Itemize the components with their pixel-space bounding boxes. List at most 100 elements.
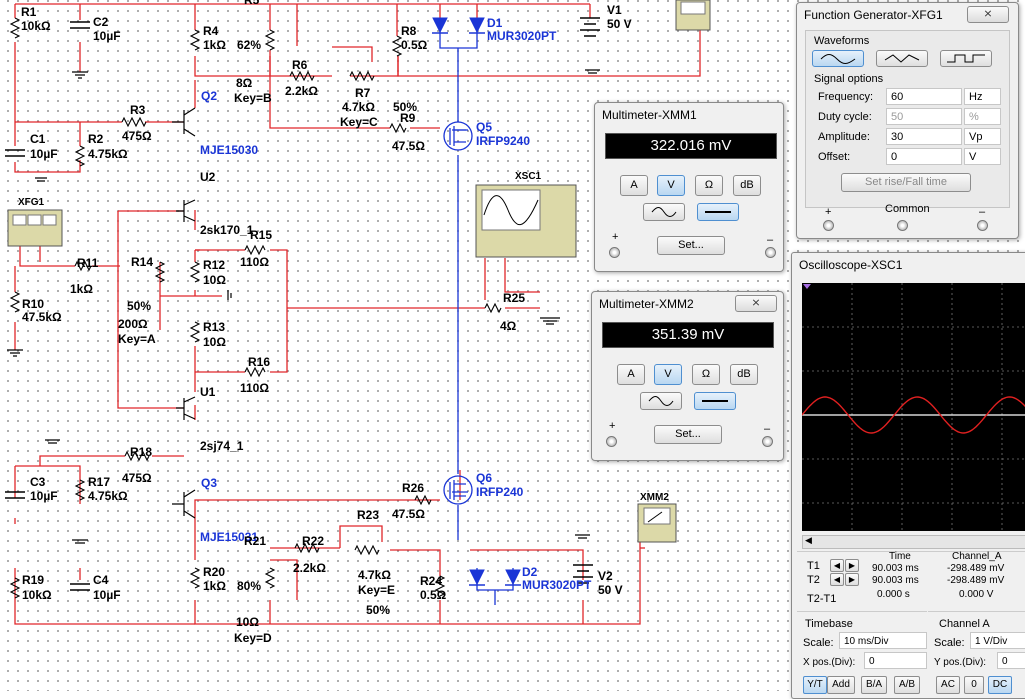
scroll-left-icon[interactable]: ◀	[805, 535, 812, 545]
label-xfg1: XFG1	[18, 197, 45, 208]
label-c2-value: 10µF	[93, 29, 121, 43]
window-title: Function Generator-XFG1	[804, 8, 943, 22]
xpos-label: X pos.(Div):	[803, 657, 856, 668]
frequency-unit[interactable]: Hz	[964, 88, 1001, 105]
ac-mode-button[interactable]	[640, 392, 682, 410]
add-button[interactable]: Add	[827, 676, 855, 694]
label-r13-value: 10Ω	[203, 335, 226, 349]
trigger-marker-icon[interactable]	[803, 284, 811, 289]
scope-screen[interactable]	[802, 283, 1025, 531]
label-r16: R16	[248, 355, 271, 369]
function-generator-window[interactable]: Function Generator-XFG1 ⨯ Waveforms Sign…	[796, 2, 1019, 239]
xpos-input[interactable]: 0	[864, 652, 927, 669]
plus-terminal-icon[interactable]	[606, 436, 617, 447]
set-button[interactable]: Set...	[654, 425, 722, 444]
plus-terminal-icon[interactable]	[823, 220, 834, 231]
ammeter-button[interactable]: A	[617, 364, 645, 385]
dc-mode-button[interactable]	[694, 392, 736, 410]
multimeter-xmm2-window[interactable]: Multimeter-XMM2 ⨯ 351.39 mV A V Ω dB Set…	[591, 291, 784, 461]
ypos-input[interactable]: 0	[997, 652, 1025, 669]
scope-scrollbar[interactable]: ◀	[802, 535, 1025, 549]
duty-cycle-label: Duty cycle:	[818, 111, 872, 123]
channel-a-trace	[802, 396, 1025, 434]
duty-cycle-unit[interactable]: %	[964, 108, 1001, 125]
label-r8-value: 0.5Ω	[401, 38, 428, 52]
xmm2-symbol	[637, 503, 677, 543]
window-title: Multimeter-XMM1	[602, 108, 697, 122]
cursor-readout: T1 T2 T2-T1 ◀ ▶ ◀ ▶ Time Channel_A 90.00…	[797, 551, 1025, 608]
label-key-a: Key=A	[118, 332, 156, 346]
label-u2-type: 2sk170_1	[200, 223, 254, 237]
a-over-b-button[interactable]: A/B	[894, 676, 920, 694]
minus-terminal-icon[interactable]	[977, 220, 988, 231]
label-mje15031: MJE15031	[200, 530, 259, 544]
channel-scale-input[interactable]: 1 V/Div	[970, 632, 1025, 649]
label-c1-value: 10µF	[30, 147, 58, 161]
label-r24-value: 0.5Ω	[420, 588, 447, 602]
amplitude-input[interactable]: 30	[886, 128, 962, 145]
t1-right-arrow-icon[interactable]: ▶	[845, 559, 859, 572]
label-xmm2: XMM2	[640, 492, 669, 503]
label-c2: C2	[93, 15, 109, 29]
decibel-button[interactable]: dB	[730, 364, 758, 385]
label-u1: U1	[200, 385, 216, 399]
ammeter-button[interactable]: A	[620, 175, 648, 196]
label-v1: V1	[607, 3, 622, 17]
ground-coupling-button[interactable]: 0	[964, 676, 984, 694]
label-r22: R22	[302, 534, 325, 548]
label-key-d: Key=D	[234, 631, 272, 645]
xmm1-symbol	[675, 0, 711, 31]
set-button[interactable]: Set...	[657, 236, 725, 255]
close-button[interactable]: ⨯	[735, 295, 777, 312]
voltmeter-button[interactable]: V	[657, 175, 685, 196]
amplitude-unit[interactable]: Vp	[964, 128, 1001, 145]
offset-unit[interactable]: V	[964, 148, 1001, 165]
channel-a-panel: Channel A Scale: 1 V/Div Y pos.(Div): 0 …	[928, 611, 1025, 696]
timebase-panel: Timebase Scale: 10 ms/Div X pos.(Div): 0…	[797, 611, 927, 696]
frequency-input[interactable]: 60	[886, 88, 962, 105]
reading-display: 351.39 mV	[602, 322, 774, 348]
sine-icon	[648, 396, 674, 406]
delta-channel-a: 0.000 V	[959, 589, 994, 600]
plus-terminal-icon[interactable]	[609, 247, 620, 258]
duty-cycle-input[interactable]: 50	[886, 108, 962, 125]
t1-left-arrow-icon[interactable]: ◀	[830, 559, 844, 572]
ac-mode-button[interactable]	[643, 203, 685, 221]
label-r7: R7	[355, 86, 371, 100]
ohmmeter-button[interactable]: Ω	[695, 175, 723, 196]
t2-right-arrow-icon[interactable]: ▶	[845, 573, 859, 586]
oscilloscope-window[interactable]: Oscilloscope-XSC1 ◀ T1 T2 T2-T1 ◀ ▶ ◀ ▶ …	[791, 252, 1025, 699]
yt-button[interactable]: Y/T	[803, 676, 827, 694]
sine-wave-button[interactable]	[812, 50, 864, 67]
b-over-a-button[interactable]: B/A	[861, 676, 887, 694]
timebase-scale-input[interactable]: 10 ms/Div	[839, 632, 927, 649]
triangle-wave-button[interactable]	[876, 50, 928, 67]
label-q6: Q6	[476, 471, 493, 485]
dc-coupling-button[interactable]: DC	[988, 676, 1012, 694]
minus-terminal-icon[interactable]	[765, 247, 776, 258]
decibel-button[interactable]: dB	[733, 175, 761, 196]
close-button[interactable]: ⨯	[967, 6, 1009, 23]
ac-coupling-button[interactable]: AC	[936, 676, 960, 694]
label-key-c: Key=C	[340, 115, 378, 129]
t2-left-arrow-icon[interactable]: ◀	[830, 573, 844, 586]
t2-t1-label: T2-T1	[807, 593, 837, 605]
label-q6-value: IRFP240	[476, 485, 524, 499]
square-wave-button[interactable]	[940, 50, 992, 67]
voltmeter-button[interactable]: V	[654, 364, 682, 385]
offset-input[interactable]: 0	[886, 148, 962, 165]
sine-icon	[820, 54, 856, 64]
label-c1: C1	[30, 132, 46, 146]
set-rise-fall-button[interactable]: Set rise/Fall time	[841, 173, 971, 192]
common-terminal-label: Common	[885, 203, 930, 215]
label-q5-value: IRFP9240	[476, 134, 531, 148]
delta-time: 0.000 s	[877, 589, 910, 600]
multimeter-xmm1-window[interactable]: Multimeter-XMM1 322.016 mV A V Ω dB Set.…	[594, 102, 784, 272]
minus-terminal-icon[interactable]	[762, 436, 773, 447]
dc-mode-button[interactable]	[697, 203, 739, 221]
label-mje15030: MJE15030	[200, 143, 259, 157]
common-terminal-icon[interactable]	[897, 220, 908, 231]
ohmmeter-button[interactable]: Ω	[692, 364, 720, 385]
t1-label: T1	[807, 560, 820, 572]
label-q3: Q3	[201, 476, 218, 490]
